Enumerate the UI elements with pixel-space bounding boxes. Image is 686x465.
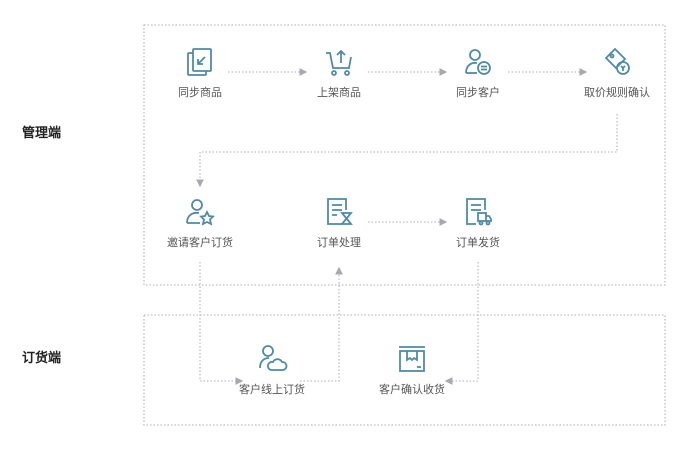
node-order-processing: 订单处理 [284,196,394,250]
node-invite-customers: 邀请客户订货 [145,196,255,250]
node-label: 客户线上订货 [239,383,305,396]
node-customer-confirm-receipt: 客户确认收货 [357,343,467,397]
admin-section-box [143,24,666,286]
node-label: 取价规则确认 [584,86,650,99]
user-star-icon [186,199,215,226]
node-customer-order-online: 客户线上订货 [217,343,327,397]
arrow-price-to-invite [196,114,618,188]
document-truck-icon [466,198,492,226]
node-label: 客户确认收货 [379,383,445,396]
ordering-section-box [143,314,666,426]
node-label: 订单发货 [456,236,500,249]
price-tag-icon [604,47,630,75]
node-label: 上架商品 [317,86,361,99]
node-list-products: 上架商品 [284,46,394,100]
document-import-icon [187,48,212,76]
arrow-shipping-to-receipt [444,262,479,385]
node-label: 订单处理 [317,236,361,249]
node-label: 邀请客户订货 [167,236,233,249]
node-sync-products: 同步商品 [145,46,255,100]
package-box-icon [399,346,425,372]
arrow-invite-to-online-order [199,262,244,385]
node-label: 同步商品 [178,86,222,99]
node-price-rules: 取价规则确认 [562,46,672,100]
user-sync-icon [465,49,491,75]
arrow-online-order-to-processing [300,266,343,382]
node-order-shipping: 订单发货 [423,196,533,250]
document-hourglass-icon [327,198,353,225]
cart-upload-icon [326,49,352,76]
section-label-admin: 管理端 [22,126,62,141]
node-sync-customers: 同步客户 [423,46,533,100]
user-cloud-icon [259,345,288,371]
node-label: 同步客户 [456,86,500,99]
section-label-ordering: 订货端 [22,351,62,366]
